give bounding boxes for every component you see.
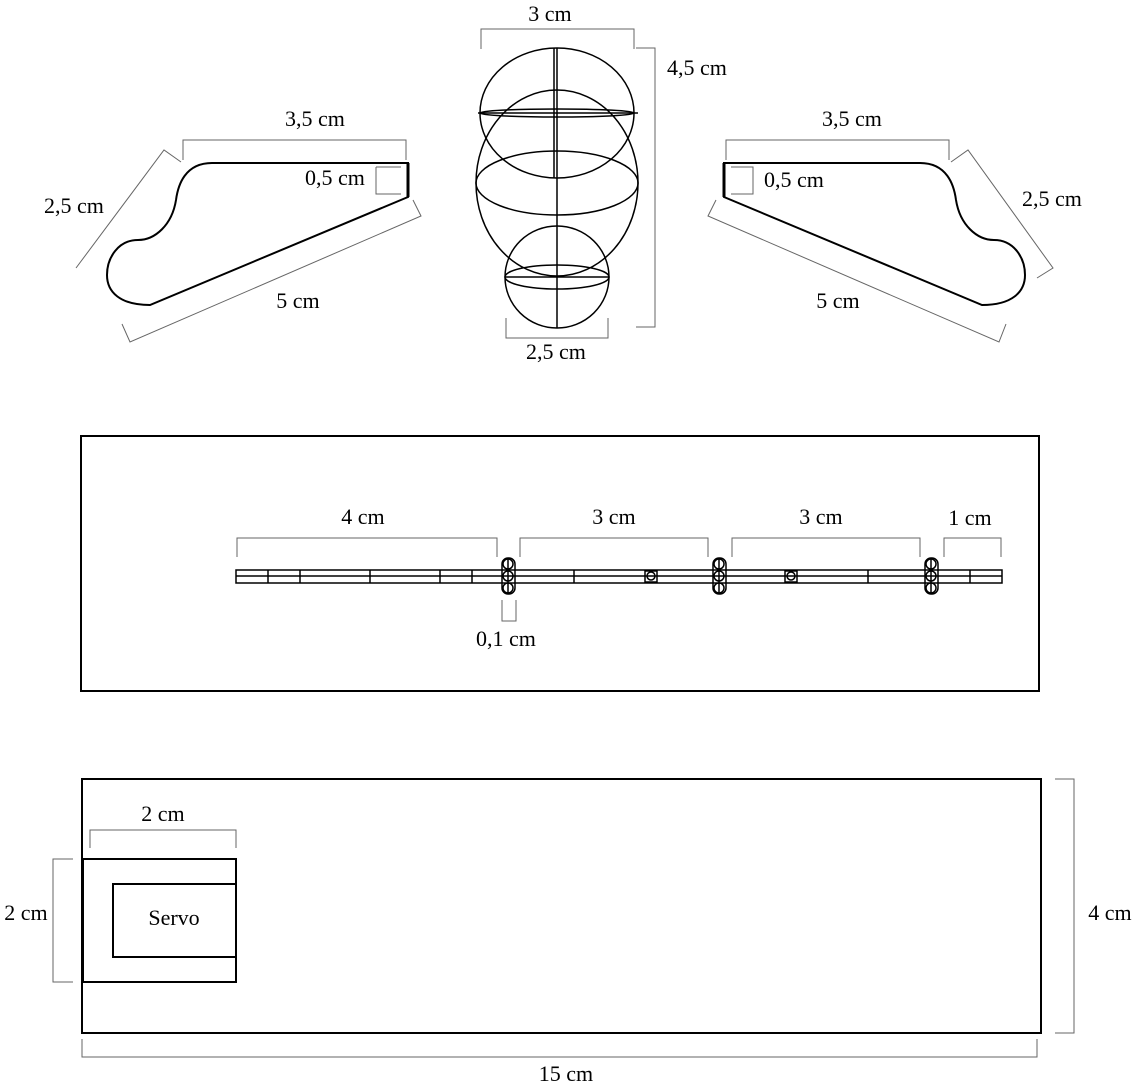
servo-width-dimension [89,829,237,848]
servo-height-dimension [52,858,73,983]
rail-joint-1 [501,557,516,595]
eye-width-top: 3 cm [528,1,571,26]
left-top-length: 3,5 cm [285,106,345,131]
right-finger: 3,5 cm 0,5 cm 2,5 cm 5 cm [707,106,1082,343]
rail-segment-3-dimension [731,537,921,557]
rail-segment-4-dimension [943,537,1002,557]
left-tip-width: 0,5 cm [305,165,365,190]
base-length-label: 15 cm [539,1061,593,1086]
rail-panel-frame [80,435,1040,692]
right-finger-outline [723,162,1027,307]
left-top-dimension [182,139,407,160]
right-tip-width: 0,5 cm [764,167,824,192]
eye-assembly: 3 cm 4,5 cm 2,5 cm [475,1,727,364]
eye-total-height: 4,5 cm [667,55,727,80]
left-bottom-dimension [121,199,422,343]
rail-joint-3 [924,557,939,595]
base-plate: Servo 2 cm 2 cm 4 cm 15 cm [4,778,1132,1086]
right-tip-dimension [731,166,754,195]
eye-bottom-dimension [505,318,609,339]
right-knuckle-length: 2,5 cm [1022,186,1082,211]
servo-height-label: 2 cm [4,900,47,925]
eye-height-dimension [636,47,656,328]
rail-segment-4-label: 1 cm [948,505,991,530]
right-bottom-length: 5 cm [816,288,859,313]
servo-label: Servo [148,905,199,930]
servo-body [112,883,237,958]
left-knuckle-length: 2,5 cm [44,193,104,218]
left-tip-dimension [375,166,401,195]
rail-segment-2-dimension [519,537,709,557]
eye-width-bottom: 2,5 cm [526,339,586,364]
rail-pin-2 [784,570,798,583]
base-height-dimension [1055,778,1075,1034]
rail-gap-dimension [501,600,517,622]
rail-segment-1-dimension [236,537,498,557]
left-finger-outline [105,162,409,307]
right-bottom-dimension [707,199,1007,343]
right-top-length: 3,5 cm [822,106,882,131]
base-height-label: 4 cm [1088,900,1131,925]
left-bottom-length: 5 cm [276,288,319,313]
base-plate-frame [81,778,1042,1034]
right-knuckle-dimension [950,149,1054,279]
rail-segment-3-label: 3 cm [799,504,842,529]
eye-top-dimension [480,28,635,49]
rail-segment-1-label: 4 cm [341,504,384,529]
left-knuckle-dimension [75,149,182,269]
base-length-dimension [81,1039,1038,1058]
right-top-dimension [725,139,950,160]
rail-gap-label: 0,1 cm [476,626,536,651]
rail-panel: 4 cm 3 cm 3 cm 1 cm 0,1 cm [80,435,1040,692]
servo-width-label: 2 cm [141,801,184,826]
rail-pin-1 [644,570,658,583]
rail-ticks [267,570,971,583]
rail-joint-2 [712,557,727,595]
rail-segment-2-label: 3 cm [592,504,635,529]
left-finger: 3,5 cm 0,5 cm 2,5 cm 5 cm [44,106,422,343]
